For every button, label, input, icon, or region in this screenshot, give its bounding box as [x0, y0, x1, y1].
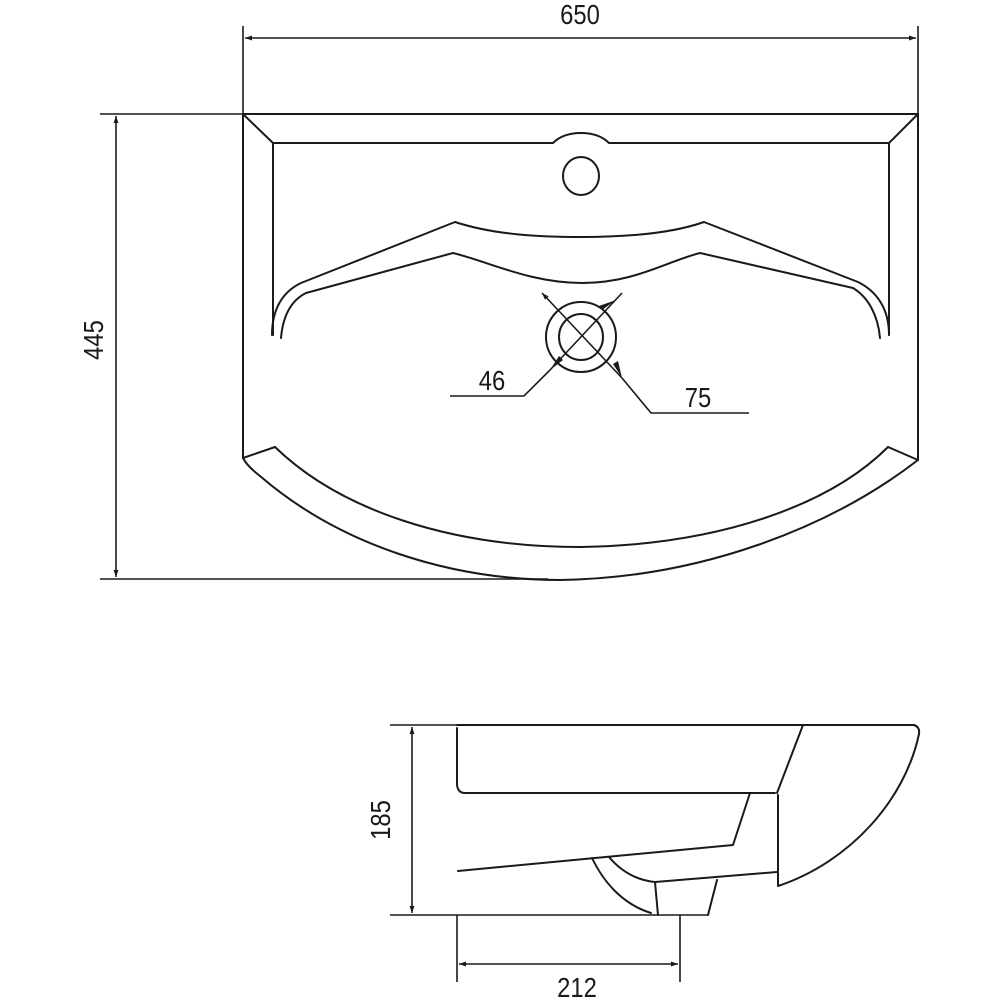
chamfer-line	[887, 446, 919, 461]
drain-hole: 46 75	[450, 292, 749, 414]
side-view: 185 212	[364, 724, 921, 1000]
height-label: 185	[364, 800, 396, 840]
height-dimension: 185	[364, 724, 708, 916]
side-front-curve	[777, 733, 920, 887]
depth-dimension: 445	[77, 113, 548, 580]
side-bowl-outline	[457, 792, 751, 872]
arrow-icon	[550, 356, 563, 370]
drain-inner-diameter-label: 46	[479, 364, 505, 396]
leader-line-75	[621, 377, 749, 414]
width-dimension: 650	[242, 0, 919, 114]
leader-line-46	[450, 369, 551, 397]
side-drain-edge	[707, 879, 718, 916]
drain-offset-label: 212	[557, 971, 597, 1000]
chamfer-line	[242, 446, 276, 459]
bowl-lower-contour	[280, 252, 881, 339]
tap-hole	[562, 156, 600, 196]
drain-outer-circle	[545, 301, 617, 373]
side-rim-curve	[776, 724, 804, 794]
top-view: 650 445	[77, 0, 919, 581]
arrow-icon	[613, 361, 622, 378]
bowl-upper-contour	[271, 221, 890, 336]
drain-outer-diameter-label: 75	[685, 381, 711, 413]
side-bowl-base	[608, 856, 778, 883]
width-label: 650	[560, 0, 600, 30]
basin-inner-rim	[272, 132, 890, 336]
basin-outer-outline	[242, 113, 919, 581]
drain-offset-dimension: 212	[456, 915, 681, 1000]
side-rim-bottom	[456, 727, 776, 794]
side-drain-edge	[654, 881, 659, 916]
side-top-edge	[456, 724, 921, 735]
drain-cross-line	[549, 292, 623, 371]
chamfer-line	[888, 113, 919, 144]
depth-label: 445	[77, 320, 109, 360]
arrow-icon	[599, 300, 616, 310]
side-drain-outlet	[591, 857, 652, 914]
chamfer-line	[242, 113, 274, 144]
basin-front-rim	[274, 446, 889, 548]
drain-inner-circle	[558, 313, 604, 361]
